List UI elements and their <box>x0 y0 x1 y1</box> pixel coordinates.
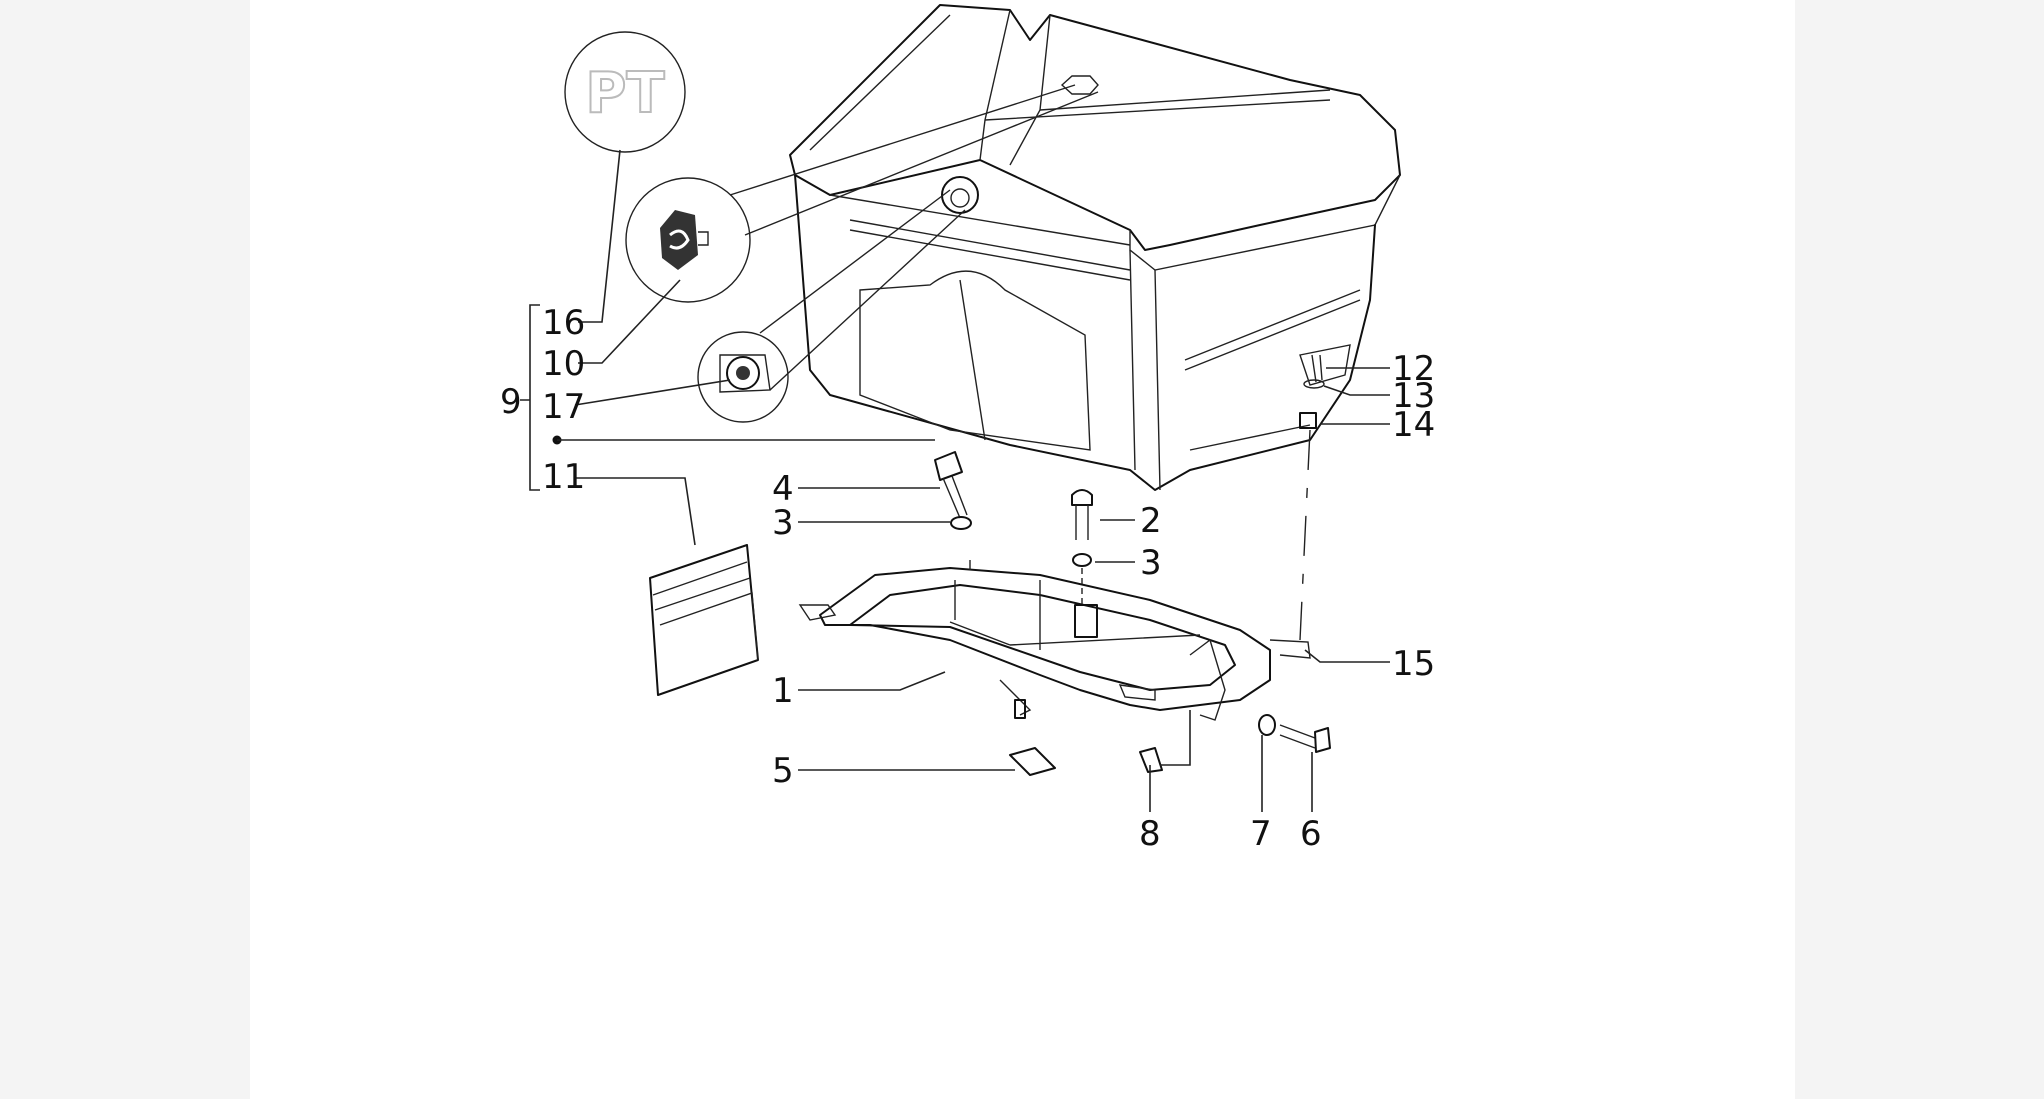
hardware <box>934 354 1331 776</box>
lock-detail <box>697 189 966 423</box>
pt-stamp: PT <box>564 31 686 153</box>
badge-detail <box>625 84 1099 303</box>
callout-6: 6 <box>1300 814 1322 854</box>
callout-5: 5 <box>772 751 794 791</box>
callout-12: 12 <box>1392 349 1435 389</box>
top-case <box>789 4 1401 491</box>
callout-14: 14 <box>1392 405 1435 445</box>
pt-stamp-text: PT <box>585 61 664 126</box>
callout-1: 1 <box>772 671 794 711</box>
callout-labels: 16 10 9 17 11 4 3 2 3 1 5 8 7 6 15 12 13… <box>500 303 1435 854</box>
callout-15: 15 <box>1392 644 1435 684</box>
callout-8: 8 <box>1139 814 1161 854</box>
diagram-panel: PT <box>250 0 1795 1099</box>
callout-16: 16 <box>542 303 585 343</box>
callout-7: 7 <box>1250 814 1272 854</box>
callout-10: 10 <box>542 344 585 384</box>
callout-11: 11 <box>542 457 585 497</box>
leader-lines <box>520 149 1390 812</box>
document-bag <box>649 544 759 696</box>
callout-2: 2 <box>1140 501 1162 541</box>
mounting-frame <box>798 560 1311 721</box>
callout-13: 13 <box>1392 376 1435 416</box>
callout-3b: 3 <box>1140 543 1162 583</box>
callout-9: 9 <box>500 382 522 422</box>
callout-4: 4 <box>772 469 794 509</box>
callout-17: 17 <box>542 387 585 427</box>
callout-3a: 3 <box>772 503 794 543</box>
exploded-parts-diagram: PT <box>500 4 1435 854</box>
